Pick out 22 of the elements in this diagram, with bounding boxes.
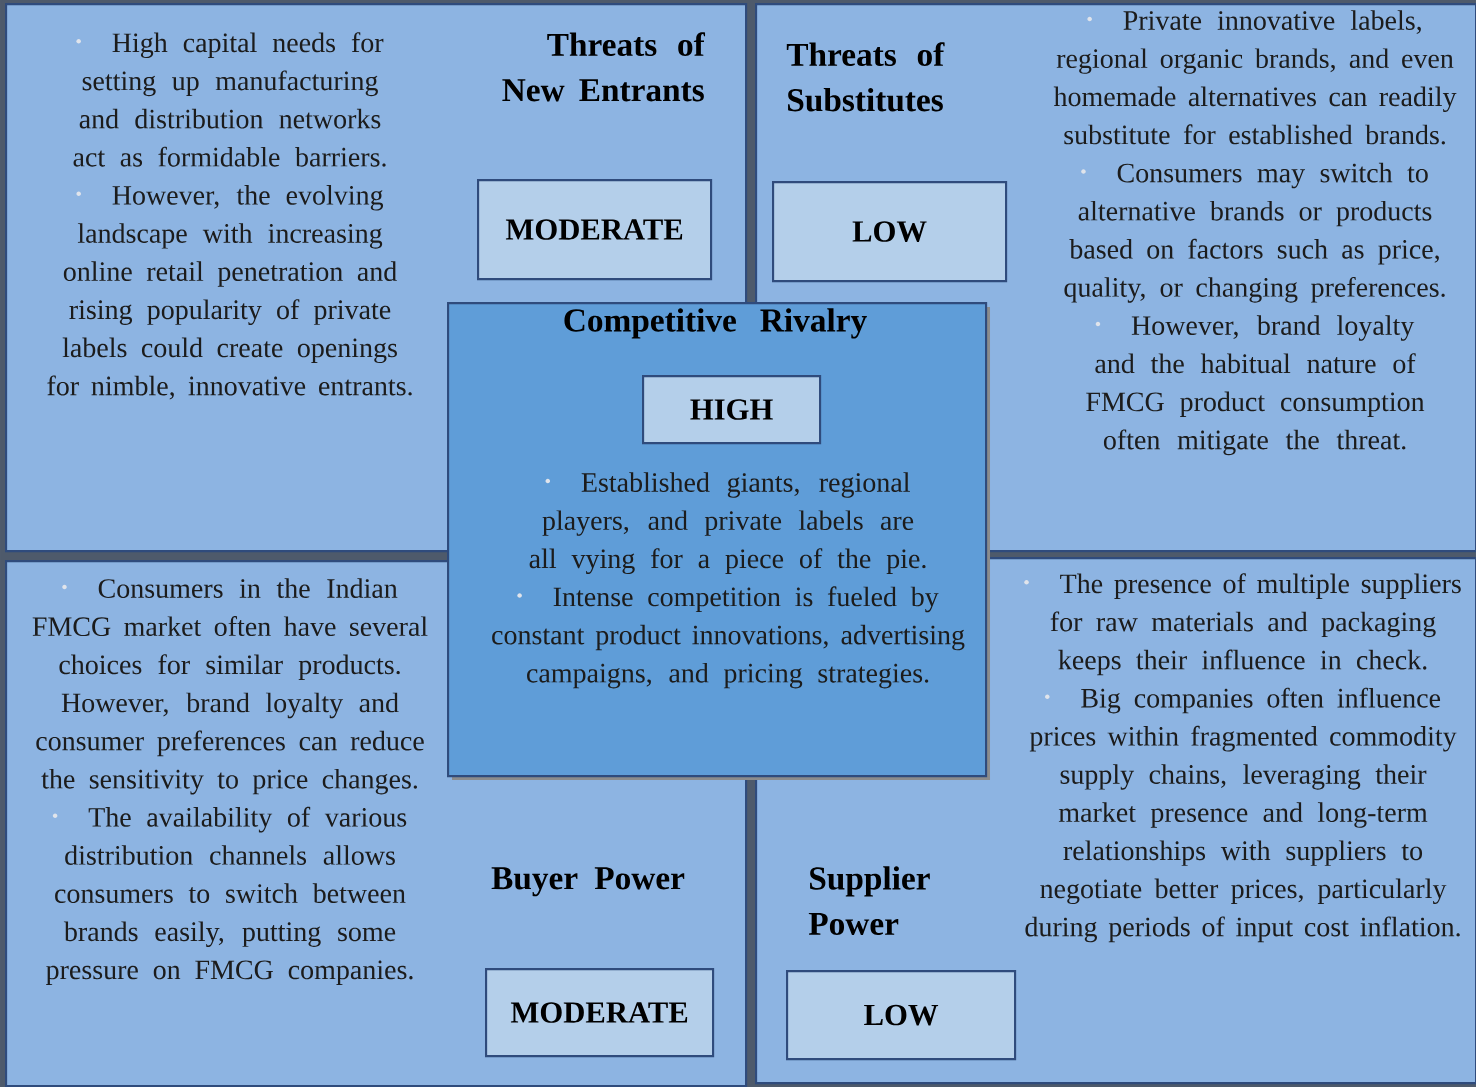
- bullet-text: Private innovative labels, regional organic brands, and even homemade alternatives can readily substitute for established brands.: [1053, 10, 1457, 145]
- bullet-text: Intense competition is fueled by constant product innovations, advertising campaigns, and pricing strategies.: [492, 586, 965, 689]
- bullet-text: Established giants, regional players, and private labels are all vying for a piece of the pie.: [529, 472, 926, 574]
- panel: [447, 302, 990, 780]
- bullet-text: High capital needs for setting up manufacturing and distribution networks act as formidable barriers.: [73, 32, 386, 167]
- panel-title: Threats of Substitutes: [786, 42, 945, 112]
- bullet-text: Consumers may switch to alternative brands or products based on factors such as price, quality, or changing preferences.: [1064, 162, 1445, 303]
- bullet-text: However, the evolving landscape with increasing online retail penetration and rising popularity of private labels could create openings for nimble, innovative entrants.: [47, 185, 412, 400]
- bullet-text: Big companies often influence prices within fragmented commodity supply chains, leveraging their market presence and long-term relationships with suppliers to negotiate better prices, particularly during periods of input cost inflation.: [1025, 687, 1460, 943]
- panel-title: Threats of New Entrants: [502, 32, 706, 102]
- rating-box: HIGH: [642, 375, 822, 445]
- rating-box: MODERATE: [485, 968, 715, 1058]
- bullet-text: However, brand loyalty and the habitual nature of FMCG product consumption often mitigate the threat.: [1086, 315, 1425, 456]
- panel-title: Competitive Rivalry: [564, 308, 867, 339]
- bullet-text: Consumers in the Indian FMCG market often have several choices for similar products. However, brand loyalty and consumer preferences can reduce the sensitivity to price changes.: [32, 578, 428, 795]
- bullet-text: The presence of multiple suppliers for raw materials and packaging keeps their influence in check.: [1024, 573, 1461, 676]
- bullet-text: The availability of various distribution channels allows consumers to switch between brands easily, putting some pressure on FMCG companies.: [46, 806, 413, 985]
- rating-box: LOW: [772, 181, 1008, 283]
- rating-box: MODERATE: [477, 179, 713, 281]
- rating-box: LOW: [786, 970, 1017, 1061]
- panel-title: Supplier Power: [808, 866, 930, 936]
- panel-title: Buyer Power: [491, 867, 685, 897]
